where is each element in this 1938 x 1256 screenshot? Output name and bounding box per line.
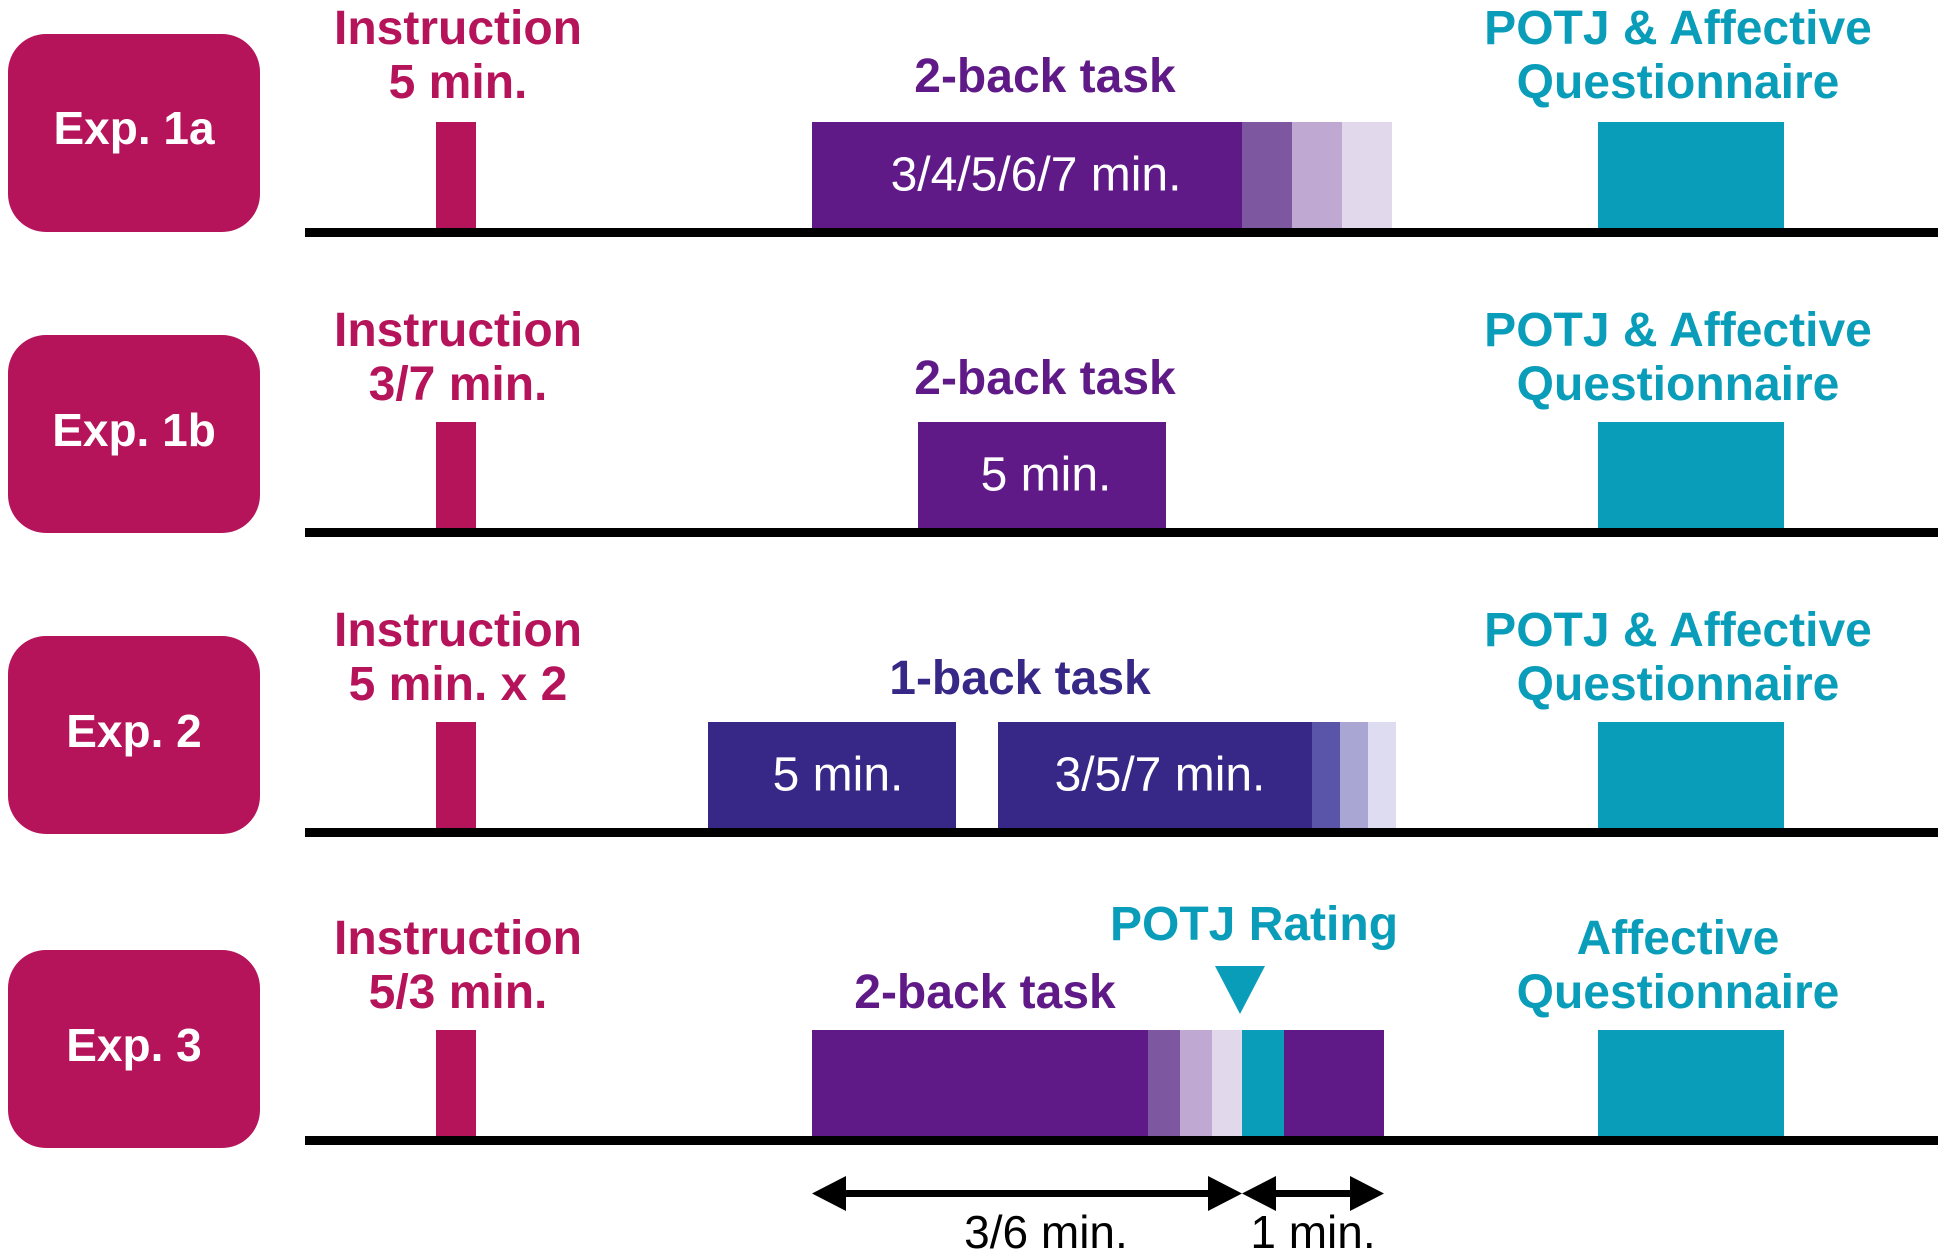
- questionnaire-bar: [1598, 422, 1784, 530]
- task-bar-fade-1: [1242, 122, 1292, 230]
- task-bar-duration: 5 min.: [981, 449, 1112, 502]
- task-bar: [812, 122, 1242, 230]
- instruction-bar: [436, 1030, 476, 1138]
- instruction-title: Instruction: [334, 2, 582, 55]
- task-bar-fade-1: [1312, 722, 1340, 830]
- questionnaire-bar: [1598, 722, 1784, 830]
- task-label: 2-back task: [854, 966, 1116, 1019]
- task-bar-first-duration: 5 min.: [773, 749, 904, 802]
- exp-label-badge: [8, 335, 260, 533]
- task-bar-fade-2: [1292, 122, 1342, 230]
- instruction-duration: 3/7 min.: [369, 358, 548, 411]
- instruction-bar: [436, 122, 476, 230]
- exp-label-badge: [8, 950, 260, 1148]
- task-bar-fade-3: [1368, 722, 1396, 830]
- task-label: 1-back task: [889, 652, 1151, 705]
- questionnaire-bar: [1598, 122, 1784, 230]
- exp-label: Exp. 1b: [52, 404, 216, 456]
- timeline-axis: [305, 1136, 1938, 1145]
- arrowhead-right: [1350, 1176, 1384, 1211]
- questionnaire-subtitle: Questionnaire: [1517, 966, 1840, 1019]
- questionnaire-title: POTJ & Affective: [1484, 2, 1872, 55]
- instruction-title: Instruction: [334, 912, 582, 965]
- instruction-bar: [436, 722, 476, 830]
- row-exp-1b: Exp. 1b Instruction 3/7 min. 2-back task…: [8, 304, 1938, 537]
- duration-arrow-tail: [1242, 1176, 1384, 1211]
- task-bar-first: [708, 722, 956, 830]
- rating-bar: [1242, 1030, 1284, 1138]
- task-bar-main: [812, 1030, 1148, 1138]
- row-exp-1a: Exp. 1a Instruction 5 min. 2-back task 3…: [8, 2, 1938, 237]
- exp-label: Exp. 1a: [53, 102, 215, 154]
- questionnaire-title: POTJ & Affective: [1484, 604, 1872, 657]
- row-exp-2: Exp. 2 Instruction 5 min. x 2 1-back tas…: [8, 604, 1938, 837]
- task-bar-tail: [1284, 1030, 1384, 1138]
- instruction-duration: 5 min. x 2: [349, 658, 568, 711]
- timeline-axis: [305, 828, 1938, 837]
- task-bar-fade-3: [1212, 1030, 1242, 1138]
- questionnaire-subtitle: Questionnaire: [1517, 56, 1840, 109]
- duration-arrow-task: [812, 1176, 1242, 1211]
- timeline-axis: [305, 228, 1938, 237]
- exp-label-badge: [8, 636, 260, 834]
- rating-marker-triangle: [1215, 966, 1265, 1014]
- timeline-axis: [305, 528, 1938, 537]
- arrowhead-right: [1208, 1176, 1242, 1211]
- arrowhead-left: [1242, 1176, 1276, 1211]
- arrowhead-left: [812, 1176, 846, 1211]
- questionnaire-subtitle: Questionnaire: [1517, 358, 1840, 411]
- instruction-title: Instruction: [334, 604, 582, 657]
- task-bar-fade-1: [1148, 1030, 1180, 1138]
- arrow-label-task-duration: 3/6 min.: [964, 1206, 1128, 1256]
- task-label: 2-back task: [914, 352, 1176, 405]
- rating-label: POTJ Rating: [1110, 898, 1398, 951]
- task-bar-fade-3: [1342, 122, 1392, 230]
- questionnaire-title: Affective: [1577, 912, 1780, 965]
- instruction-bar: [436, 422, 476, 530]
- task-bar-second-duration: 3/5/7 min.: [1055, 749, 1266, 802]
- task-bar-second: [998, 722, 1312, 830]
- exp-label: Exp. 3: [66, 1019, 202, 1071]
- instruction-duration: 5 min.: [389, 56, 528, 109]
- task-bar: [918, 422, 1166, 530]
- task-bar-fade-2: [1180, 1030, 1212, 1138]
- questionnaire-bar: [1598, 1030, 1784, 1138]
- exp-label: Exp. 2: [66, 705, 202, 757]
- questionnaire-title: POTJ & Affective: [1484, 304, 1872, 357]
- instruction-duration: 5/3 min.: [369, 966, 548, 1019]
- task-bar-duration: 3/4/5/6/7 min.: [891, 149, 1182, 202]
- instruction-title: Instruction: [334, 304, 582, 357]
- questionnaire-subtitle: Questionnaire: [1517, 658, 1840, 711]
- task-label: 2-back task: [914, 50, 1176, 103]
- task-bar-fade-2: [1340, 722, 1368, 830]
- arrow-label-tail-duration: 1 min.: [1250, 1206, 1375, 1256]
- exp-label-badge: [8, 34, 260, 232]
- row-exp-3: Exp. 3 Instruction 5/3 min. POTJ Rating …: [8, 898, 1938, 1256]
